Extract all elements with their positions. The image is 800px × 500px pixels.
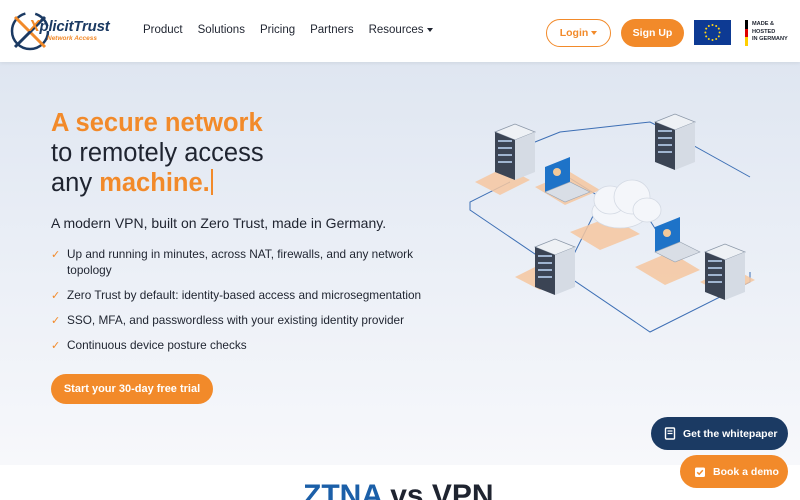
free-trial-button[interactable]: Start your 30-day free trial (51, 374, 213, 404)
badge-line: HOSTED (752, 28, 776, 35)
hero-headline: A secure network to remotely access any … (51, 108, 264, 198)
brand-tagline: Network Access (47, 35, 97, 42)
badge-line: MADE & (752, 21, 775, 27)
nav-item-solutions[interactable]: Solutions (197, 24, 245, 36)
check-icon: ✓ (51, 290, 61, 302)
germany-flag-icon (745, 20, 748, 46)
brand-logo[interactable]: XplicitTrust Network Access (7, 7, 110, 55)
headline-line-1: A secure network (51, 109, 263, 137)
check-icon: ✓ (51, 315, 61, 327)
logo-ring-icon (10, 11, 50, 51)
hero-subtitle: A modern VPN, built on Zero Trust, made … (51, 215, 387, 231)
laptop-icon (654, 217, 701, 263)
server-icon (533, 238, 577, 295)
headline-line-3: any machine. (51, 168, 264, 198)
server-icon (703, 243, 747, 300)
feature-item: ✓Continuous device posture checks (51, 338, 247, 352)
feature-list: ✓Up and running in minutes, across NAT, … (51, 246, 441, 362)
calendar-check-icon (695, 467, 705, 477)
document-icon (664, 427, 676, 440)
feature-item: ✓Zero Trust by default: identity-based a… (51, 288, 422, 302)
nav-item-product[interactable]: Product (143, 24, 183, 36)
nav-item-pricing[interactable]: Pricing (259, 24, 296, 36)
headline-line-2: to remotely access (51, 139, 264, 167)
section-title: ZTNA vs VPN (303, 479, 494, 500)
typing-cursor (210, 169, 213, 195)
badge-line: IN GERMANY (752, 36, 788, 43)
chevron-down-icon (426, 27, 433, 32)
book-demo-button[interactable]: Book a demo (680, 455, 788, 488)
cloud-icon (591, 179, 662, 229)
login-button[interactable]: Login (546, 19, 611, 47)
chevron-down-icon (591, 31, 598, 35)
nav-item-partners[interactable]: Partners (310, 24, 354, 36)
main-menu: Product Solutions Pricing Partners Resou… (143, 24, 448, 36)
brand-name: XplicitTrust (29, 18, 110, 35)
feature-item: ✓Up and running in minutes, across NAT, … (51, 247, 413, 277)
nav-item-resources[interactable]: Resources (369, 24, 433, 36)
server-icon (493, 123, 537, 180)
network-illustration (469, 113, 755, 333)
check-icon: ✓ (51, 249, 61, 261)
hero-section: A secure network to remotely access any … (0, 62, 800, 465)
made-in-germany-badge: MADE & HOSTED IN GERMANY (745, 20, 793, 46)
server-icon (653, 113, 697, 170)
eu-flag-icon (694, 20, 731, 45)
top-navbar: XplicitTrust Network Access Product Solu… (0, 0, 800, 62)
feature-item: ✓SSO, MFA, and passwordless with your ex… (51, 313, 405, 327)
signup-button[interactable]: Sign Up (621, 19, 684, 47)
check-icon: ✓ (51, 340, 61, 352)
whitepaper-button[interactable]: Get the whitepaper (651, 417, 788, 450)
laptop-icon (544, 157, 591, 203)
